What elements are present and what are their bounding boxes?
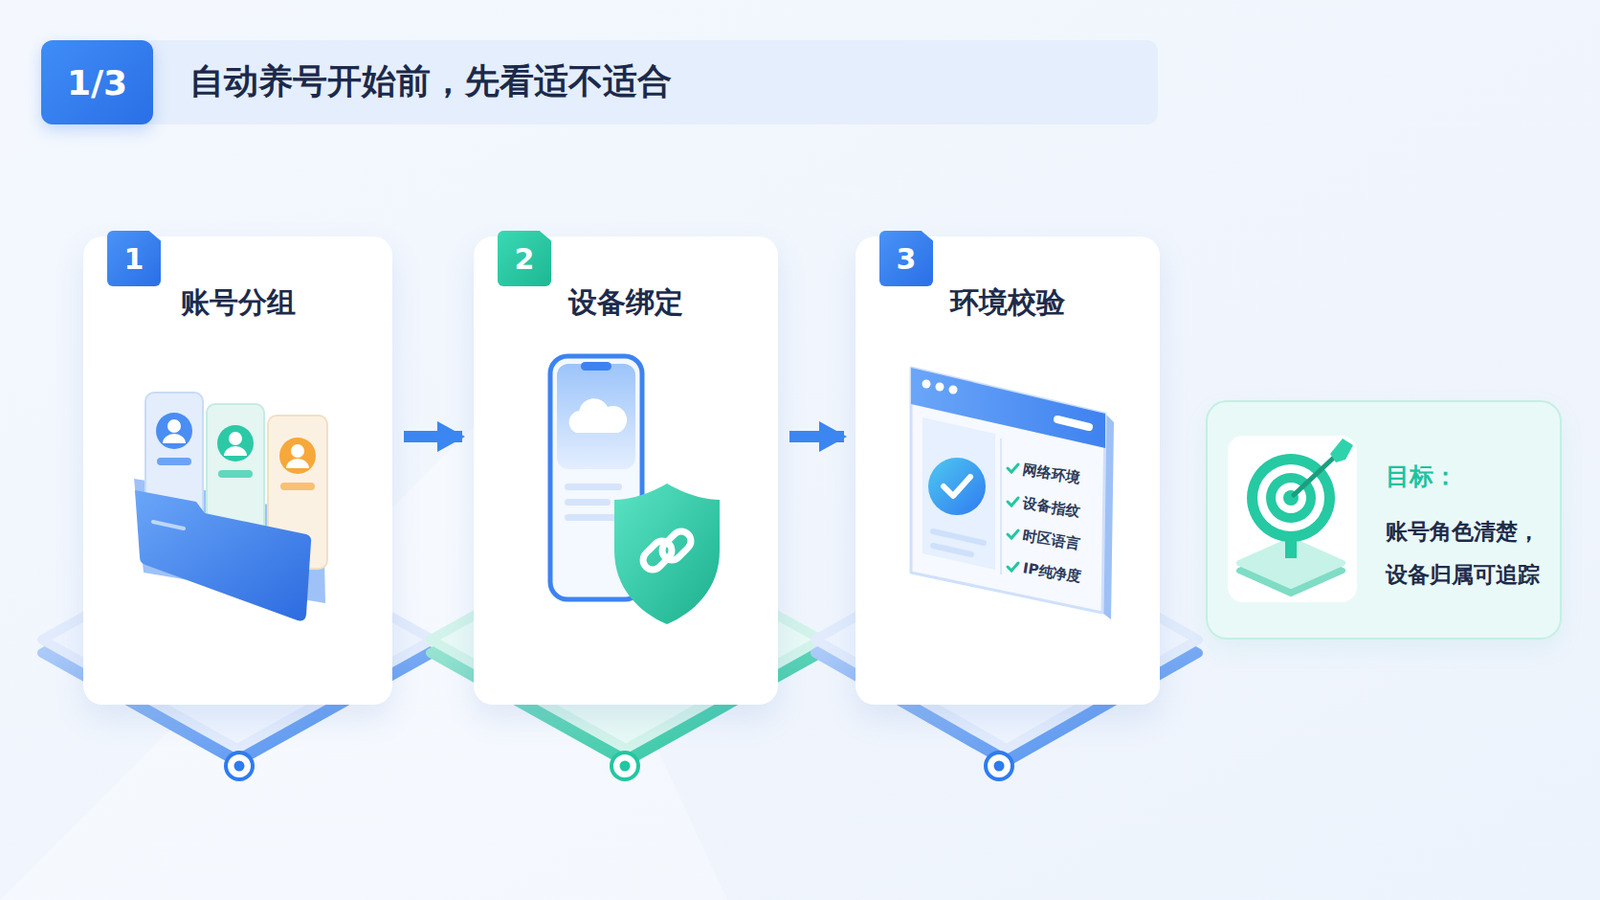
target-base-side xyxy=(1239,547,1343,594)
target-ring xyxy=(1266,472,1316,523)
avatar-body xyxy=(162,433,186,444)
avatar-body xyxy=(286,458,310,468)
check-circle xyxy=(928,457,986,515)
step-number: 1/3 xyxy=(66,63,128,103)
arrow-shaft xyxy=(1293,453,1338,495)
link-icon xyxy=(639,536,676,574)
timeline-dot-core xyxy=(234,760,245,772)
step-number: 1 xyxy=(124,242,145,276)
profile-card xyxy=(145,392,203,536)
list-check xyxy=(1007,464,1019,472)
phone-notch xyxy=(580,361,612,371)
environment-check-illustration xyxy=(911,367,1114,620)
step-card: 环境校验 3 xyxy=(855,236,1160,705)
avatar-body xyxy=(223,445,247,456)
step-number-badge: 1 xyxy=(107,230,161,287)
timeline-line xyxy=(239,764,1000,768)
window-dot xyxy=(949,385,958,395)
target-ring xyxy=(1246,453,1335,542)
step-number-badge: 2 xyxy=(497,230,552,287)
avatar xyxy=(279,437,316,474)
diagram-title: 自动养号开始前，先看适不适合 xyxy=(189,59,672,104)
arrow-fletching xyxy=(1330,438,1354,463)
profile-line xyxy=(156,457,192,466)
step-number: 3 xyxy=(896,242,917,276)
folder-highlight xyxy=(153,521,184,529)
goal-target-illustration xyxy=(1227,435,1357,602)
account-folder-illustration xyxy=(133,392,328,621)
device-binding-illustration xyxy=(550,355,720,624)
step-card: 设备绑定 2 xyxy=(473,236,778,705)
list-check xyxy=(1007,530,1019,538)
link-icon xyxy=(658,527,695,564)
step-title: 环境校验 xyxy=(855,284,1160,321)
timeline-dot-core xyxy=(620,760,631,772)
shield-icon xyxy=(614,483,720,624)
window-dot xyxy=(935,382,945,392)
timeline-dot-ring xyxy=(985,752,1013,779)
window-edge xyxy=(1102,413,1114,620)
folder-front xyxy=(134,489,312,621)
cloud-icon xyxy=(569,398,628,433)
target-stand xyxy=(1285,531,1297,558)
goal-box: 目标： 账号角色清楚， 设备归属可追踪 xyxy=(1205,400,1562,640)
screen-line xyxy=(564,513,618,521)
window-pill xyxy=(1057,419,1089,427)
screen-line xyxy=(564,498,611,506)
step-card: 账号分组 1 xyxy=(83,236,393,705)
browser-window xyxy=(911,367,1106,613)
profile-card xyxy=(267,415,328,569)
avatar-head xyxy=(290,444,305,458)
timeline-dot-ring xyxy=(611,752,639,779)
step-number: 2 xyxy=(514,242,535,276)
flow-arrow xyxy=(403,430,463,443)
panel-line xyxy=(933,545,972,555)
target-ring xyxy=(1275,482,1307,513)
profile-line xyxy=(218,469,253,478)
step-title: 设备绑定 xyxy=(473,284,778,321)
list-check xyxy=(1007,497,1019,506)
avatar xyxy=(155,412,193,449)
profile-card xyxy=(206,403,265,550)
step-number-badge: 3 xyxy=(879,230,934,287)
check-mark xyxy=(943,476,971,496)
timeline-dot xyxy=(985,752,1013,779)
flow-arrow xyxy=(789,430,845,443)
target-center xyxy=(1283,489,1299,506)
window-dot xyxy=(922,379,932,389)
phone-screen xyxy=(556,363,636,469)
timeline-dot-ring xyxy=(225,752,253,779)
phone-body xyxy=(550,355,643,600)
icon-tile xyxy=(1227,435,1357,602)
avatar xyxy=(217,424,254,462)
goal-heading: 目标： xyxy=(1385,461,1458,492)
window-panel xyxy=(922,417,996,570)
panel-line xyxy=(933,531,984,543)
profile-line xyxy=(280,482,315,490)
timeline-dot xyxy=(225,752,253,779)
list-check xyxy=(1007,562,1019,571)
timeline-dot-core xyxy=(994,760,1005,772)
step-title: 账号分组 xyxy=(83,284,393,321)
goal-body: 账号角色清楚， 设备归属可追踪 xyxy=(1385,510,1556,597)
target-base xyxy=(1239,539,1343,586)
target-ring xyxy=(1257,464,1325,532)
avatar-head xyxy=(228,431,243,445)
screen-line xyxy=(564,483,623,490)
avatar-head xyxy=(167,419,181,433)
folder-back xyxy=(133,478,326,603)
window-title-bar xyxy=(911,367,1106,448)
panel-divider xyxy=(1000,438,1002,575)
timeline-dot xyxy=(611,752,639,779)
title-bar xyxy=(43,40,1158,125)
step-counter-badge: 1/3 xyxy=(41,40,154,125)
